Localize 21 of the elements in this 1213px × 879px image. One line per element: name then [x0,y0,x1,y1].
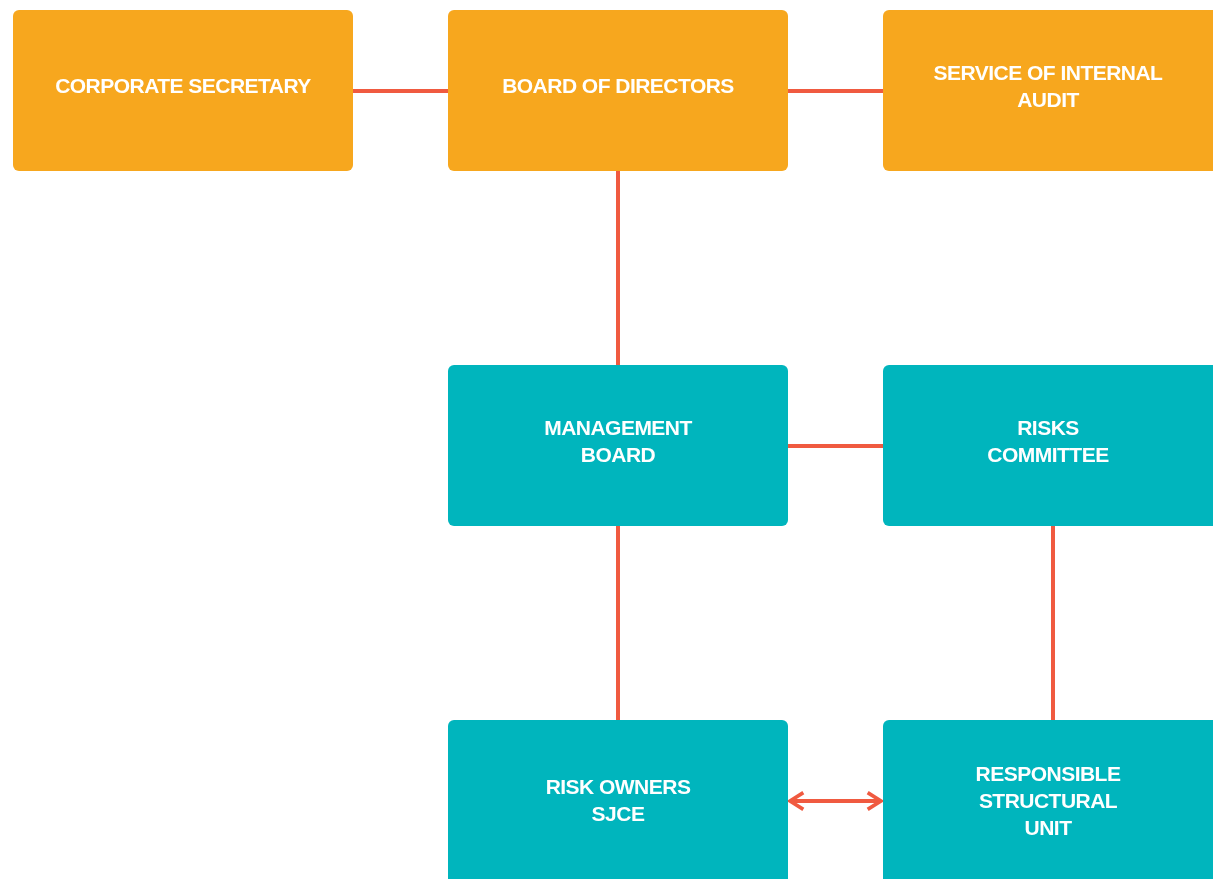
connector-line [788,89,883,93]
box-label: RISKS COMMITTEE [986,414,1110,468]
box-label: SERVICE OF INTERNAL AUDIT [932,59,1164,113]
box-label: RISK OWNERS SJCE [544,774,692,827]
connector-line [616,526,620,720]
org-box [883,10,1213,171]
connector-line [616,171,620,365]
box-label: BOARD OF DIRECTORS [502,73,734,99]
connector-line [788,444,883,448]
box-label: CORPORATE SECRETARY [55,73,311,99]
double-arrow [788,790,883,812]
box-label: MANAGEMENT BOARD [543,414,693,468]
org-box [448,10,788,171]
org-box [13,10,353,171]
org-box [883,720,1213,879]
connector-line [353,89,448,93]
org-box [448,720,788,879]
connector-line [1051,526,1055,720]
box-label: RESPONSIBLE STRUCTURAL UNIT [974,760,1122,841]
org-box [448,365,788,526]
org-box [883,365,1213,526]
